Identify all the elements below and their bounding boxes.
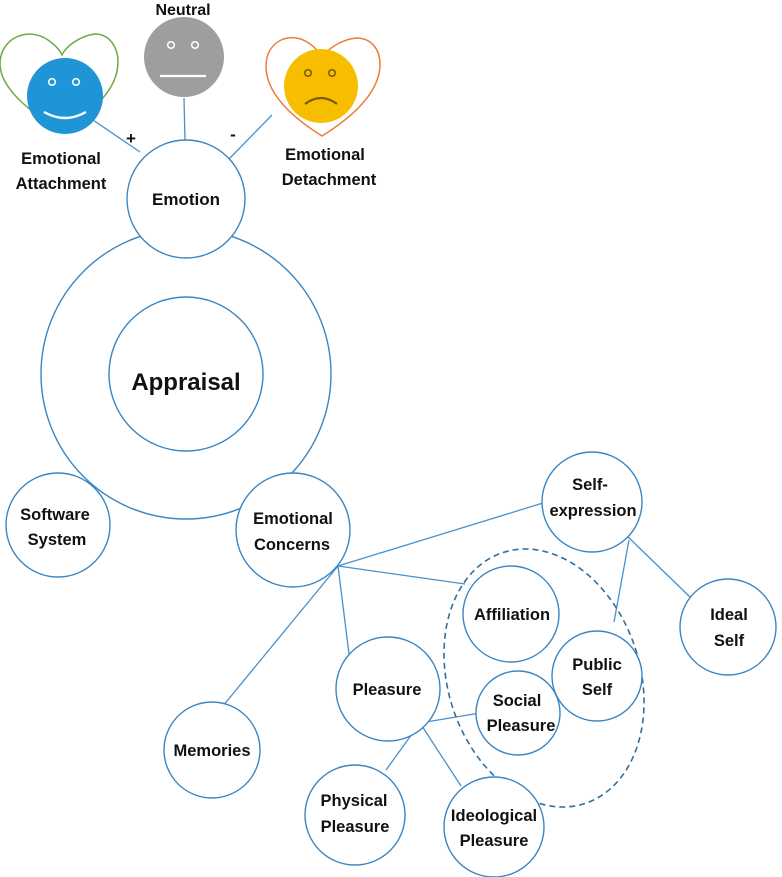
node-ideological-pleasure: Ideological Pleasure [443, 776, 545, 877]
link-selfexpression-public [613, 539, 630, 623]
node-public-self: Public Self [551, 630, 643, 722]
sad-face-right-eye [327, 68, 337, 78]
emotional-attachment-face [0, 33, 119, 134]
happy-face-right-eye [71, 77, 81, 87]
ideological-label-line2: Pleasure [460, 832, 529, 850]
software-label-line2: System [28, 531, 87, 549]
node-memories: Memories [163, 701, 261, 799]
neutral-face [144, 17, 224, 97]
happy-face-icon [27, 58, 103, 134]
green-heart-icon [0, 33, 119, 133]
neutral-face-icon [144, 17, 224, 97]
social-label-line1: Social [493, 692, 542, 710]
node-physical-pleasure: Physical Pleasure [304, 764, 406, 866]
link-attachment-emotion [92, 119, 141, 153]
node-affiliation: Affiliation [462, 565, 560, 663]
attachment-label-line2: Attachment [16, 175, 107, 193]
social-label-line2: Pleasure [487, 717, 556, 735]
plus-sign: + [126, 129, 136, 148]
physical-label-line1: Physical [321, 792, 388, 810]
pleasure-label: Pleasure [353, 681, 422, 699]
selfexpression-label-line1: Self- [572, 476, 608, 494]
sad-face-frown [304, 96, 338, 105]
link-concerns-selfexpression [337, 502, 544, 567]
link-pleasure-ideological [419, 722, 462, 787]
node-emotion: Emotion [126, 139, 246, 259]
detachment-label-line2: Detachment [282, 171, 377, 189]
node-social-pleasure: Social Pleasure [475, 670, 561, 756]
ideological-label-line1: Ideological [451, 807, 537, 825]
public-label-line2: Self [582, 681, 613, 699]
memories-label: Memories [173, 742, 250, 760]
concerns-label-line1: Emotional [253, 510, 333, 528]
node-appraisal: Appraisal [108, 296, 264, 452]
emotion-label: Emotion [152, 190, 220, 209]
sad-face-icon [284, 49, 358, 123]
ideal-label-line1: Ideal [710, 606, 748, 624]
social-group-dashed-ellipse [443, 548, 645, 808]
node-software-system: Software System [5, 472, 111, 578]
emotional-detachment-face [265, 36, 381, 137]
link-pleasure-social [419, 712, 481, 724]
link-concerns-memories [212, 565, 339, 719]
link-detachment-emotion [227, 114, 273, 161]
link-selfexpression-ideal [623, 532, 691, 598]
public-label-line1: Public [572, 656, 622, 674]
node-pleasure: Pleasure [335, 636, 441, 742]
happy-face-smile [43, 110, 87, 120]
concerns-label-line2: Concerns [254, 536, 330, 554]
node-ideal-self: Ideal Self [679, 578, 777, 676]
physical-label-line2: Pleasure [321, 818, 390, 836]
node-self-expression: Self- expression [541, 451, 643, 553]
node-emotional-concerns: Emotional Concerns [235, 472, 351, 588]
neutral-face-left-eye [166, 40, 176, 50]
appraisal-label: Appraisal [131, 369, 240, 396]
ideal-label-line2: Self [714, 632, 745, 650]
link-concerns-pleasure [337, 565, 350, 655]
link-concerns-affiliation [337, 565, 466, 585]
neutral-face-right-eye [190, 40, 200, 50]
sad-face-left-eye [303, 68, 313, 78]
affiliation-label: Affiliation [474, 606, 550, 624]
neutral-label: Neutral [155, 2, 210, 19]
software-label-line1: Software [20, 506, 90, 524]
attachment-label-line1: Emotional [21, 150, 101, 168]
happy-face-left-eye [47, 77, 57, 87]
detachment-label-line1: Emotional [285, 146, 365, 164]
minus-sign: - [230, 125, 236, 144]
link-neutral-emotion [183, 97, 186, 143]
selfexpression-label-line2: expression [549, 502, 636, 520]
